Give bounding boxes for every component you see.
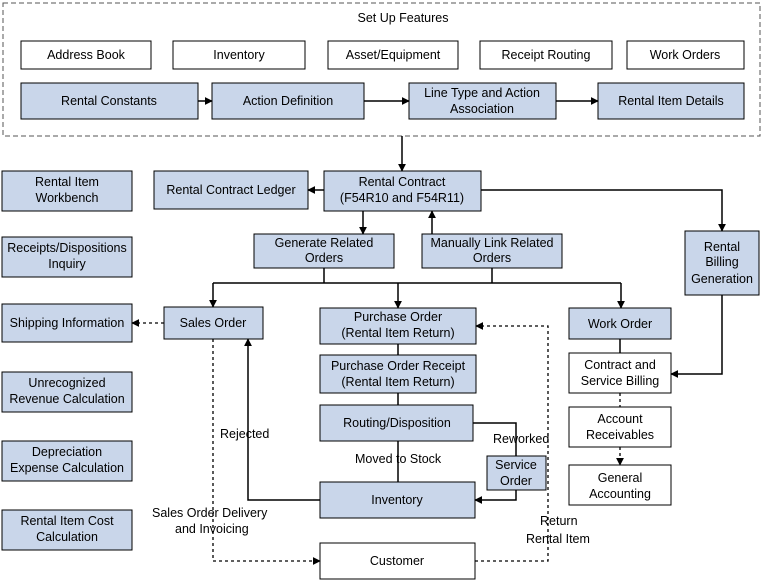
svg-text:Asset/Equipment: Asset/Equipment <box>346 48 441 62</box>
svg-text:Receipts/Dispositions: Receipts/Dispositions <box>7 241 127 255</box>
shipping-information-box: Shipping Information <box>1 303 133 343</box>
svg-text:Rental Contract Ledger: Rental Contract Ledger <box>166 183 295 197</box>
rental-item-workbench-box: Rental Item Workbench <box>1 170 133 212</box>
svg-text:Sales Order: Sales Order <box>180 316 247 330</box>
unrecognized-revenue-box: Unrecognized Revenue Calculation <box>1 371 133 413</box>
rental-item-cost-box: Rental Item Cost Calculation <box>1 509 133 551</box>
svg-text:Shipping Information: Shipping Information <box>10 316 125 330</box>
purchase-order-box: Purchase Order (Rental Item Return) <box>319 307 477 345</box>
setup-features-frame <box>2 2 761 137</box>
svg-text:Inventory: Inventory <box>371 493 423 507</box>
work-order-box: Work Order <box>568 307 672 340</box>
label-sales-order-delivery: Sales Order Delivery <box>152 506 268 520</box>
svg-text:Calculation: Calculation <box>36 530 98 544</box>
label-reworked: Reworked <box>493 432 549 446</box>
rental-contract-ledger-box: Rental Contract Ledger <box>153 170 309 210</box>
svg-text:(F54R10 and F54R11): (F54R10 and F54R11) <box>340 191 464 205</box>
svg-text:(Rental Item Return): (Rental Item Return) <box>341 326 454 340</box>
contract-service-billing-box: Contract and Service Billing <box>568 352 672 394</box>
svg-text:Orders: Orders <box>305 251 343 265</box>
routing-disposition-box: Routing/Disposition <box>319 404 474 442</box>
customer-box: Customer <box>319 542 476 580</box>
svg-text:Line Type and Action: Line Type and Action <box>424 86 540 100</box>
dashed-customer-to-po <box>475 322 549 562</box>
svg-text:Work Order: Work Order <box>588 317 652 331</box>
svg-text:Rental Item Cost: Rental Item Cost <box>20 514 114 528</box>
svg-text:General: General <box>598 471 642 485</box>
work-orders-setup-box: Work Orders <box>626 40 745 70</box>
svg-text:Accounting: Accounting <box>589 487 651 501</box>
svg-text:Rental Item Details: Rental Item Details <box>618 94 724 108</box>
depreciation-expense-box: Depreciation Expense Calculation <box>1 440 133 482</box>
receipts-dispositions-inquiry-box: Receipts/Dispositions Inquiry <box>1 236 133 278</box>
svg-text:Billing: Billing <box>705 255 738 269</box>
manually-link-orders-box: Manually Link Related Orders <box>421 233 563 269</box>
rental-billing-generation-box: Rental Billing Generation <box>684 230 760 296</box>
svg-text:Work Orders: Work Orders <box>650 48 721 62</box>
purchase-order-receipt-box: Purchase Order Receipt (Rental Item Retu… <box>319 354 477 394</box>
svg-text:Order: Order <box>500 474 532 488</box>
dashed-sales-to-customer <box>212 339 321 565</box>
line-type-action-box: Line Type and Action Association <box>408 82 557 120</box>
svg-text:Rental Contract: Rental Contract <box>359 175 446 189</box>
generate-related-orders-box: Generate Related Orders <box>253 233 395 269</box>
line-contract-to-billing <box>481 189 726 232</box>
svg-text:Routing/Disposition: Routing/Disposition <box>343 416 451 430</box>
rental-contract-box: Rental Contract (F54R10 and F54R11) <box>323 170 482 212</box>
svg-text:Address Book: Address Book <box>47 48 126 62</box>
svg-text:Rental: Rental <box>704 240 740 254</box>
label-and-invoicing: and Invoicing <box>175 522 249 536</box>
svg-text:Manually Link Related: Manually Link Related <box>431 236 554 250</box>
svg-text:Inquiry: Inquiry <box>48 257 86 271</box>
inventory-setup-box: Inventory <box>172 40 306 70</box>
svg-text:Unrecognized: Unrecognized <box>28 376 105 390</box>
sales-order-box: Sales Order <box>163 306 264 340</box>
action-definition-box: Action Definition <box>211 82 365 120</box>
receipt-routing-box: Receipt Routing <box>479 40 613 70</box>
svg-text:Purchase Order: Purchase Order <box>354 310 442 324</box>
svg-text:Association: Association <box>450 102 514 116</box>
inventory-box: Inventory <box>319 481 476 519</box>
asset-equipment-box: Asset/Equipment <box>327 40 459 70</box>
rental-constants-box: Rental Constants <box>20 82 199 120</box>
svg-text:Expense Calculation: Expense Calculation <box>10 461 124 475</box>
svg-text:(Rental Item Return): (Rental Item Return) <box>341 375 454 389</box>
svg-text:Generation: Generation <box>691 272 753 286</box>
label-moved-to-stock: Moved to Stock <box>355 452 442 466</box>
svg-text:Purchase Order Receipt: Purchase Order Receipt <box>331 359 466 373</box>
line-routing-to-service <box>473 422 517 456</box>
address-book-box: Address Book <box>20 40 152 70</box>
svg-text:Action Definition: Action Definition <box>243 94 333 108</box>
svg-text:Rental Constants: Rental Constants <box>61 94 157 108</box>
general-accounting-box: General Accounting <box>568 464 672 506</box>
svg-text:Revenue Calculation: Revenue Calculation <box>9 392 124 406</box>
service-order-box: Service Order <box>486 455 547 491</box>
svg-text:Orders: Orders <box>473 251 511 265</box>
svg-text:Inventory: Inventory <box>213 48 265 62</box>
arrow-billing-to-csb <box>670 295 723 378</box>
svg-text:Receipt Routing: Receipt Routing <box>502 48 591 62</box>
setup-features-title: Set Up Features <box>357 11 448 25</box>
label-rental-item: Rental Item <box>526 532 590 546</box>
arrow-inventory-to-sales-order <box>244 338 320 501</box>
arrow-service-to-inventory <box>474 490 517 504</box>
label-return: Return <box>540 514 578 528</box>
rental-item-details-box: Rental Item Details <box>597 82 745 120</box>
svg-text:Account: Account <box>597 412 643 426</box>
svg-text:Service Billing: Service Billing <box>581 374 660 388</box>
svg-text:Customer: Customer <box>370 554 424 568</box>
svg-text:Rental Item: Rental Item <box>35 175 99 189</box>
svg-text:Receivables: Receivables <box>586 428 654 442</box>
label-rejected: Rejected <box>220 427 269 441</box>
svg-text:Depreciation: Depreciation <box>32 445 102 459</box>
svg-text:Workbench: Workbench <box>36 191 99 205</box>
svg-text:Contract and: Contract and <box>584 358 656 372</box>
account-receivables-box: Account Receivables <box>568 406 672 448</box>
svg-text:Generate Related: Generate Related <box>275 236 374 250</box>
svg-text:Service: Service <box>495 458 537 472</box>
